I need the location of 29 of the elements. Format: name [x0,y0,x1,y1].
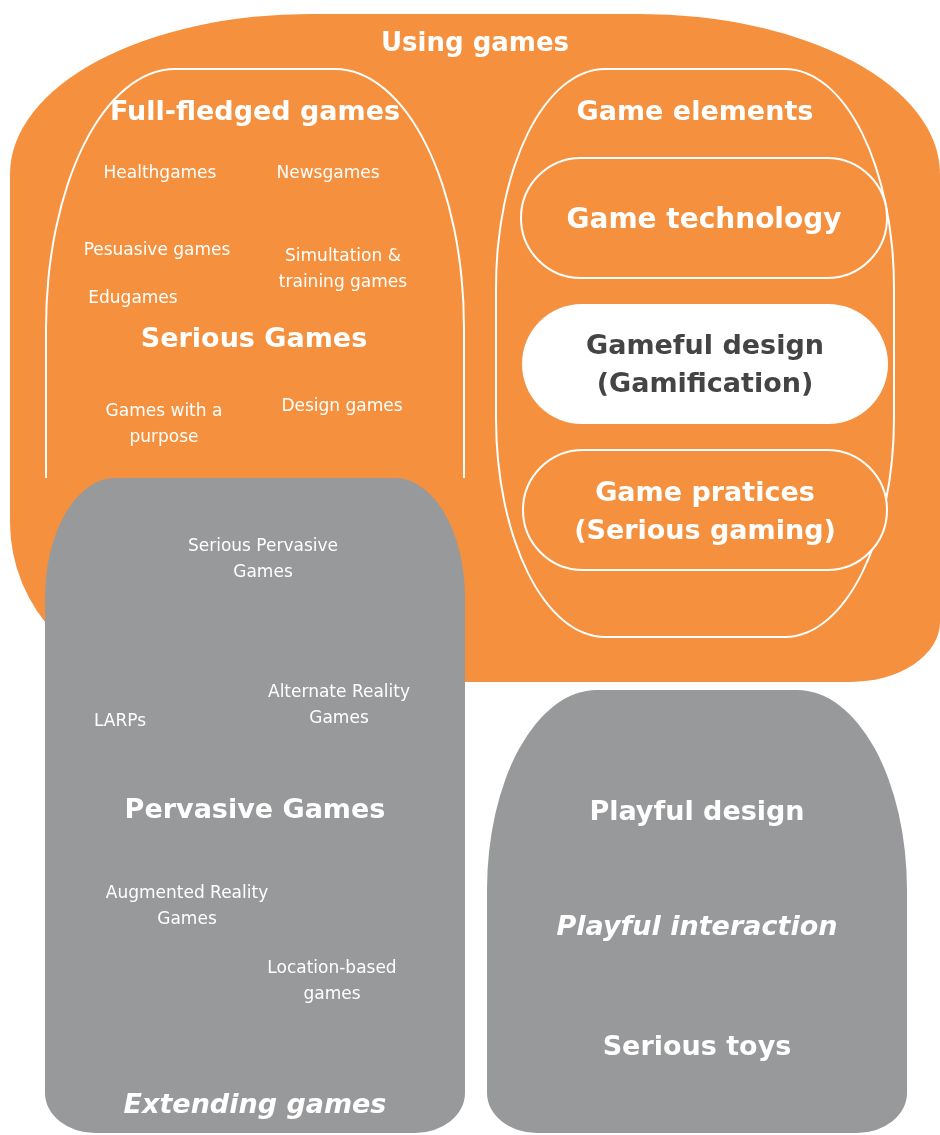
item-text: Simultation & training games [277,244,409,293]
region-title: Using games [380,26,570,59]
item-text: Pesuasive games [82,238,232,261]
item-text: Games with a purpose [104,399,224,448]
oval-region [45,68,465,478]
overlap-title: Serious Games [139,321,369,355]
item-text: LARPs [92,709,148,732]
region-title: Serious toys [601,1029,793,1063]
region-title: Pervasive Games [123,792,387,826]
pill-box [520,157,888,279]
oval-region [487,690,907,1133]
item-text: Edugames [87,286,179,309]
item-text: Newsgames [275,161,381,184]
item-text: Design games [280,394,404,417]
item-text: Serious Pervasive Games [186,534,340,583]
region-title: Playful design [588,794,806,828]
item-text: Healthgames [102,161,218,184]
region-title: Game technology [565,201,843,237]
oval-region [45,478,465,1133]
pill-box [522,449,888,571]
region-title: Gameful design (Gamification) [585,328,825,400]
item-text: Alternate Reality Games [267,680,411,729]
region-title: Full-fledged games [108,94,402,128]
region-title: Game pratices (Serious gaming) [573,475,837,547]
item-text: Location-based games [266,956,398,1005]
region-title: Game elements [575,94,815,128]
item-text: Augmented Reality Games [104,881,270,930]
region-title: Playful interaction [555,909,839,943]
region-title: Extending games [122,1087,388,1121]
